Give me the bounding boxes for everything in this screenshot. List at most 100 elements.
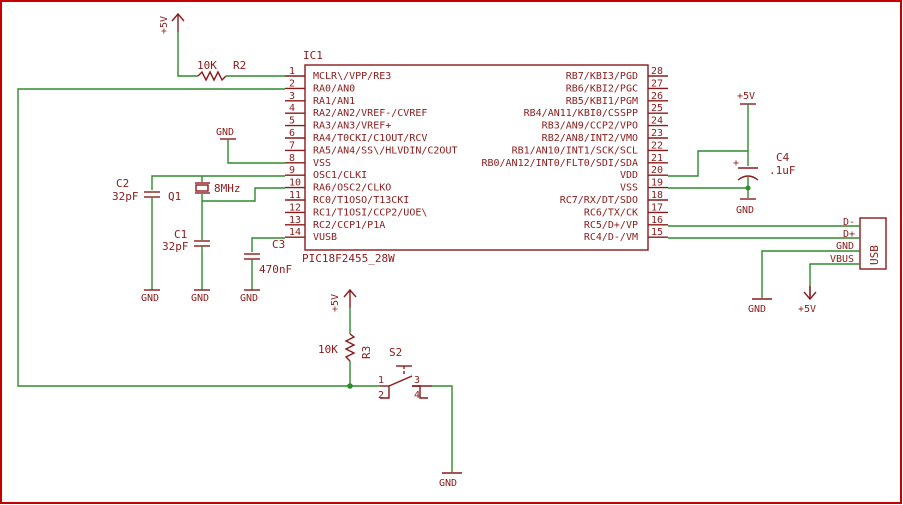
ic1-pin-name-20: VDD <box>620 170 638 181</box>
gnd-c3-symbol: GND <box>240 289 260 304</box>
vcc-top-label: +5V <box>159 16 170 34</box>
wire-ra0-reset <box>17 88 350 387</box>
c2-ref: C2 <box>116 177 129 190</box>
ic1-pin-name-18: RC7/RX/DT/SDO <box>560 195 638 206</box>
gnd-c4-symbol: GND <box>736 198 756 216</box>
wire-osc1 <box>151 175 285 190</box>
q1-value: 8MHz <box>214 182 241 195</box>
ic1-pin-name-10: RA6/OSC2/CLKO <box>313 183 391 194</box>
capacitor-c4: + C4 .1uF <box>733 151 796 181</box>
ic1-pin-name-26: RB5/KBI1/PGM <box>566 96 638 107</box>
usb-dplus-label: D+ <box>843 229 855 240</box>
ic1-pin-name-13: RC2/CCP1/P1A <box>313 220 385 231</box>
ic1-pin-name-11: RC0/T1OSO/T13CKI <box>313 195 409 206</box>
q1-ref: Q1 <box>168 190 181 203</box>
junction-c4 <box>745 185 751 191</box>
ic1-pin-name-12: RC1/T1OSI/CCP2/UOE\ <box>313 207 427 218</box>
ic1-pin-name-7: RA5/AN4/SS\/HLVDIN/C2OUT <box>313 145 458 156</box>
ic1-ref: IC1 <box>303 49 323 62</box>
ic1-pin-name-23: RB2/AN8/INT2/VMO <box>542 133 638 144</box>
vcc-usb-label: +5V <box>798 304 816 315</box>
ic1-pin-name-1: MCLR\/VPP/RE3 <box>313 71 391 82</box>
ic1-pin-number-18: 18 <box>651 190 663 201</box>
gnd-usb-label: GND <box>748 304 766 315</box>
c3-value: 470nF <box>259 263 292 276</box>
gnd-c2-label: GND <box>141 293 159 304</box>
ic1-pin-name-21: RB0/AN12/INT0/FLT0/SDI/SDA <box>481 158 638 169</box>
s2-pin3: 3 <box>414 375 420 386</box>
ic1-pin-name-5: RA3/AN3/VREF+ <box>313 121 391 132</box>
wire-osc2 <box>202 187 285 202</box>
resistor-r3: 10K R3 <box>318 333 373 362</box>
vcc-c4-symbol: +5V <box>737 91 756 105</box>
gnd-c2-symbol: GND <box>141 289 160 304</box>
wire-vcc-r2 <box>177 32 198 77</box>
r3-ref: R3 <box>360 346 373 359</box>
capacitor-c2: C2 32pF <box>112 177 160 290</box>
wire-usb-vbus <box>809 263 860 296</box>
ic1-pin-name-19: VSS <box>620 183 638 194</box>
ic1-pin-number-15: 15 <box>651 227 663 238</box>
wire-gnd-pin8 <box>227 139 285 164</box>
ic1-pin-number-12: 12 <box>289 202 301 213</box>
ic1-pin-number-21: 21 <box>651 153 663 164</box>
ic1-pin-name-3: RA1/AN1 <box>313 96 355 107</box>
ic1-pin-number-4: 4 <box>289 103 295 114</box>
ic1-pin-number-19: 19 <box>651 178 663 189</box>
s2-pin2: 2 <box>378 390 384 401</box>
s2-ref: S2 <box>389 346 402 359</box>
wire-usb-gnd <box>761 250 860 298</box>
c4-plus-icon: + <box>733 158 739 169</box>
ic1-pin-number-13: 13 <box>289 215 301 226</box>
ic1-pin-number-24: 24 <box>651 116 663 127</box>
ic1-pin-name-8: VSS <box>313 158 331 169</box>
gnd-pin8-label: GND <box>216 127 234 138</box>
switch-s2: S2 1 2 3 4 <box>378 346 432 401</box>
ic1-pin-name-9: OSC1/CLKI <box>313 170 367 181</box>
ic1-pin-number-26: 26 <box>651 91 663 102</box>
usb-gnd-label: GND <box>836 241 854 252</box>
ic1-pin-number-11: 11 <box>289 190 301 201</box>
r2-value: 10K <box>197 59 217 72</box>
usb-vbus-label: VBUS <box>830 254 854 265</box>
ic1-pin-number-7: 7 <box>289 140 295 151</box>
ic1-pin-number-28: 28 <box>651 66 663 77</box>
c4-value: .1uF <box>769 164 796 177</box>
vcc-usb-symbol: +5V <box>798 286 817 315</box>
s2-pin4: 4 <box>414 390 420 401</box>
ic1-pin-number-25: 25 <box>651 103 663 114</box>
ic1-pin-name-16: RC5/D+/VP <box>584 220 638 231</box>
ic1-pin-name-15: RC4/D-/VM <box>584 232 638 243</box>
crystal-q1: Q1 8MHz <box>168 176 241 203</box>
r3-value: 10K <box>318 343 338 356</box>
ic1-pin-number-20: 20 <box>651 165 663 176</box>
ic1-value: PIC18F2455_28W <box>302 252 395 265</box>
gnd-pin8-symbol: GND <box>216 127 236 140</box>
gnd-c3-label: GND <box>240 293 258 304</box>
c4-ref: C4 <box>776 151 790 164</box>
vcc-r3-label: +5V <box>330 294 341 312</box>
ic1-pin-number-27: 27 <box>651 78 663 89</box>
r2-ref: R2 <box>233 59 246 72</box>
usb-connector: USB D- D+ GND VBUS <box>830 217 887 270</box>
s2-pin1: 1 <box>378 375 384 386</box>
gnd-c1-label: GND <box>191 293 209 304</box>
capacitor-c3: C3 470nF <box>244 238 292 290</box>
ic1-pin-name-28: RB7/KBI3/PGD <box>566 71 638 82</box>
ic1-pin-number-3: 3 <box>289 91 295 102</box>
ic1-pin-number-17: 17 <box>651 202 663 213</box>
c1-ref: C1 <box>174 228 187 241</box>
ic1-pin-number-6: 6 <box>289 128 295 139</box>
ic1-pin-name-17: RC6/TX/CK <box>584 207 638 218</box>
c1-value: 32pF <box>162 240 189 253</box>
wire-vdd <box>668 150 748 177</box>
ic1-pin-name-22: RB1/AN10/INT1/SCK/SCL <box>512 145 638 156</box>
ic1-pin-number-2: 2 <box>289 78 295 89</box>
vcc-c4-label: +5V <box>737 91 755 102</box>
ic1-pin-number-14: 14 <box>289 227 301 238</box>
ic1-pin-number-9: 9 <box>289 165 295 176</box>
vcc-r3-symbol: +5V <box>330 288 357 312</box>
